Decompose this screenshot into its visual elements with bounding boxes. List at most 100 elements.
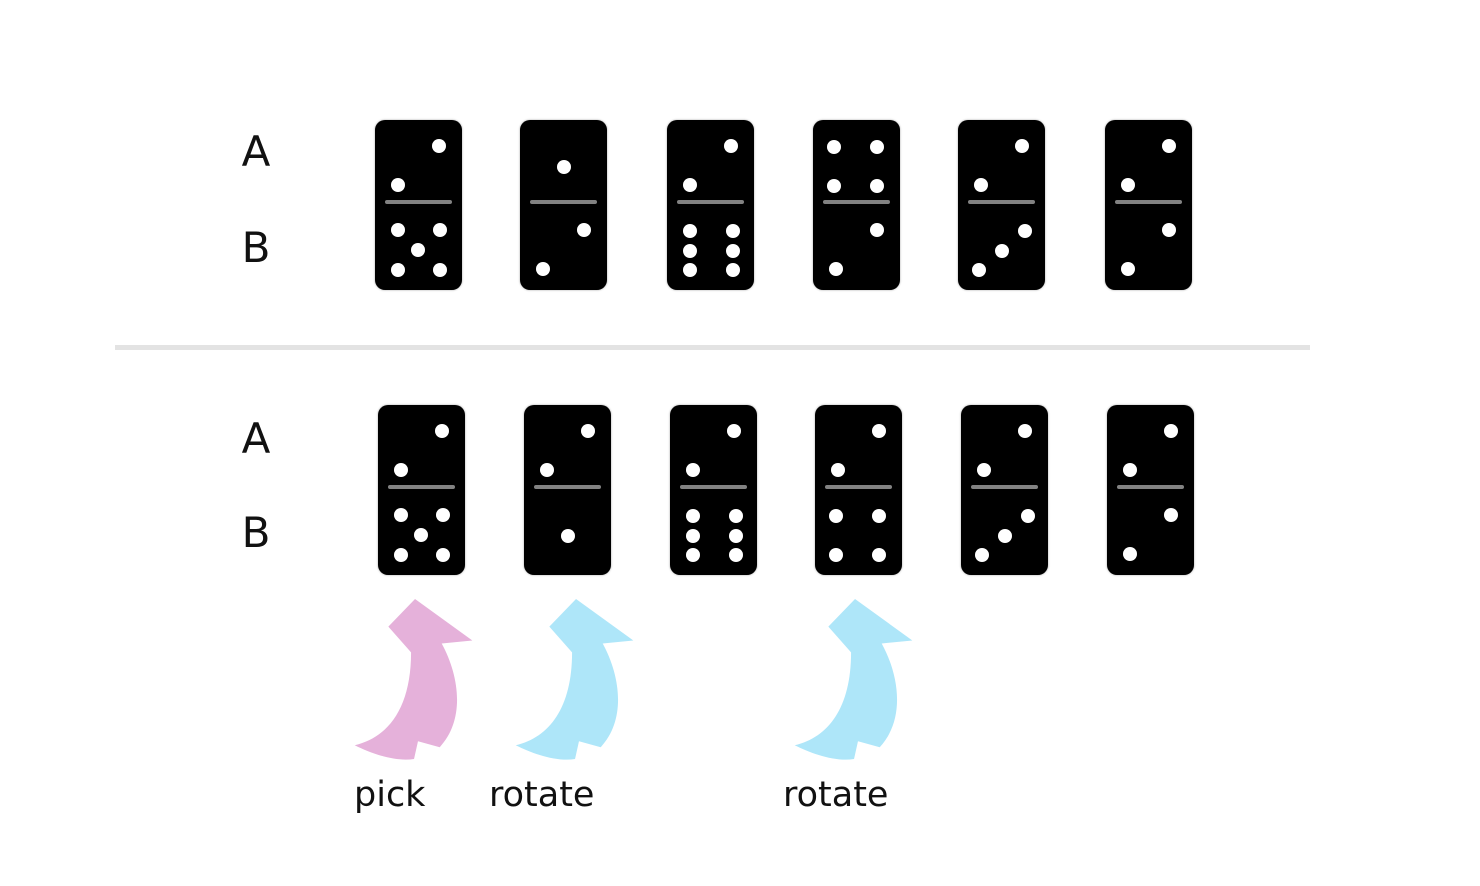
domino-divider (970, 485, 1039, 489)
pip (869, 223, 884, 238)
pip (869, 140, 884, 155)
pip (433, 262, 448, 277)
pip (682, 263, 697, 278)
pip (871, 424, 886, 439)
pip (726, 263, 741, 278)
pip (997, 529, 1012, 544)
pip (576, 223, 591, 238)
pip (729, 509, 744, 524)
rotate-label-1: rotate (489, 775, 595, 815)
pip (831, 462, 846, 477)
rotate-arrow-icon-2 (794, 598, 913, 760)
pip (726, 424, 741, 439)
pip (974, 548, 989, 563)
pip (1020, 509, 1035, 524)
pip (686, 462, 701, 477)
pip (390, 262, 405, 277)
pip (1163, 508, 1178, 523)
pip (974, 177, 989, 192)
top-domino-6 (1105, 120, 1192, 290)
pip (1123, 462, 1138, 477)
section-divider (115, 345, 1310, 350)
pip (434, 424, 449, 439)
domino-divider (822, 200, 891, 204)
top-domino-1 (375, 120, 462, 290)
domino-divider (679, 485, 748, 489)
pip (685, 509, 700, 524)
pip (393, 547, 408, 562)
pip (1161, 139, 1176, 154)
top-section-label-a: A (241, 127, 271, 176)
pip (413, 528, 428, 543)
pip (1014, 139, 1029, 154)
bottom-domino-2 (524, 405, 611, 575)
bottom-section-label-a: A (241, 414, 271, 463)
domino-divider (529, 200, 598, 204)
pip (869, 178, 884, 193)
pick-label: pick (354, 775, 426, 815)
pip (1121, 177, 1136, 192)
pip (390, 223, 405, 238)
bottom-domino-6 (1107, 405, 1194, 575)
pip (394, 462, 409, 477)
top-section-label-b: B (241, 223, 271, 272)
pip (436, 508, 451, 523)
top-domino-row (0, 120, 1480, 290)
pip (685, 529, 700, 544)
pip (1121, 261, 1136, 276)
domino-divider (824, 485, 893, 489)
pip (436, 547, 451, 562)
pick-arrow-shape (354, 598, 473, 760)
pip (682, 224, 697, 239)
domino-divider (1116, 485, 1185, 489)
top-domino-4 (813, 120, 900, 290)
pip (723, 139, 738, 154)
bottom-domino-5 (961, 405, 1048, 575)
pip (994, 244, 1009, 259)
pip (828, 509, 843, 524)
bottom-domino-4 (815, 405, 902, 575)
pip (410, 243, 425, 258)
domino-divider (533, 485, 602, 489)
pip (726, 224, 741, 239)
pip (1017, 424, 1032, 439)
pip (829, 261, 844, 276)
bottom-domino-3 (670, 405, 757, 575)
rotate-arrow-shape (515, 598, 634, 760)
pip (977, 462, 992, 477)
top-domino-3 (667, 120, 754, 290)
top-domino-2 (520, 120, 607, 290)
pip (431, 139, 446, 154)
pip (536, 261, 551, 276)
pip (871, 547, 886, 562)
pip (871, 509, 886, 524)
pip (726, 244, 741, 259)
pip (540, 462, 555, 477)
pip (683, 177, 698, 192)
pip (971, 263, 986, 278)
pip (826, 140, 841, 155)
bottom-domino-row (0, 405, 1480, 575)
bottom-section-label-b: B (241, 508, 271, 557)
pip (433, 223, 448, 238)
rotate-arrow-shape (794, 598, 913, 760)
pip (685, 548, 700, 563)
pip (1161, 223, 1176, 238)
domino-divider (676, 200, 745, 204)
domino-divider (387, 485, 456, 489)
pick-arrow-icon (354, 598, 473, 760)
pip (560, 529, 575, 544)
pip (391, 177, 406, 192)
pip (729, 529, 744, 544)
rotate-label-2: rotate (783, 775, 889, 815)
rotate-arrow-icon-1 (515, 598, 634, 760)
pip (1123, 546, 1138, 561)
domino-divider (1114, 200, 1183, 204)
pip (826, 178, 841, 193)
bottom-domino-1 (378, 405, 465, 575)
pip (682, 244, 697, 259)
pip (828, 547, 843, 562)
pip (393, 508, 408, 523)
domino-divider (967, 200, 1036, 204)
pip (556, 160, 571, 175)
